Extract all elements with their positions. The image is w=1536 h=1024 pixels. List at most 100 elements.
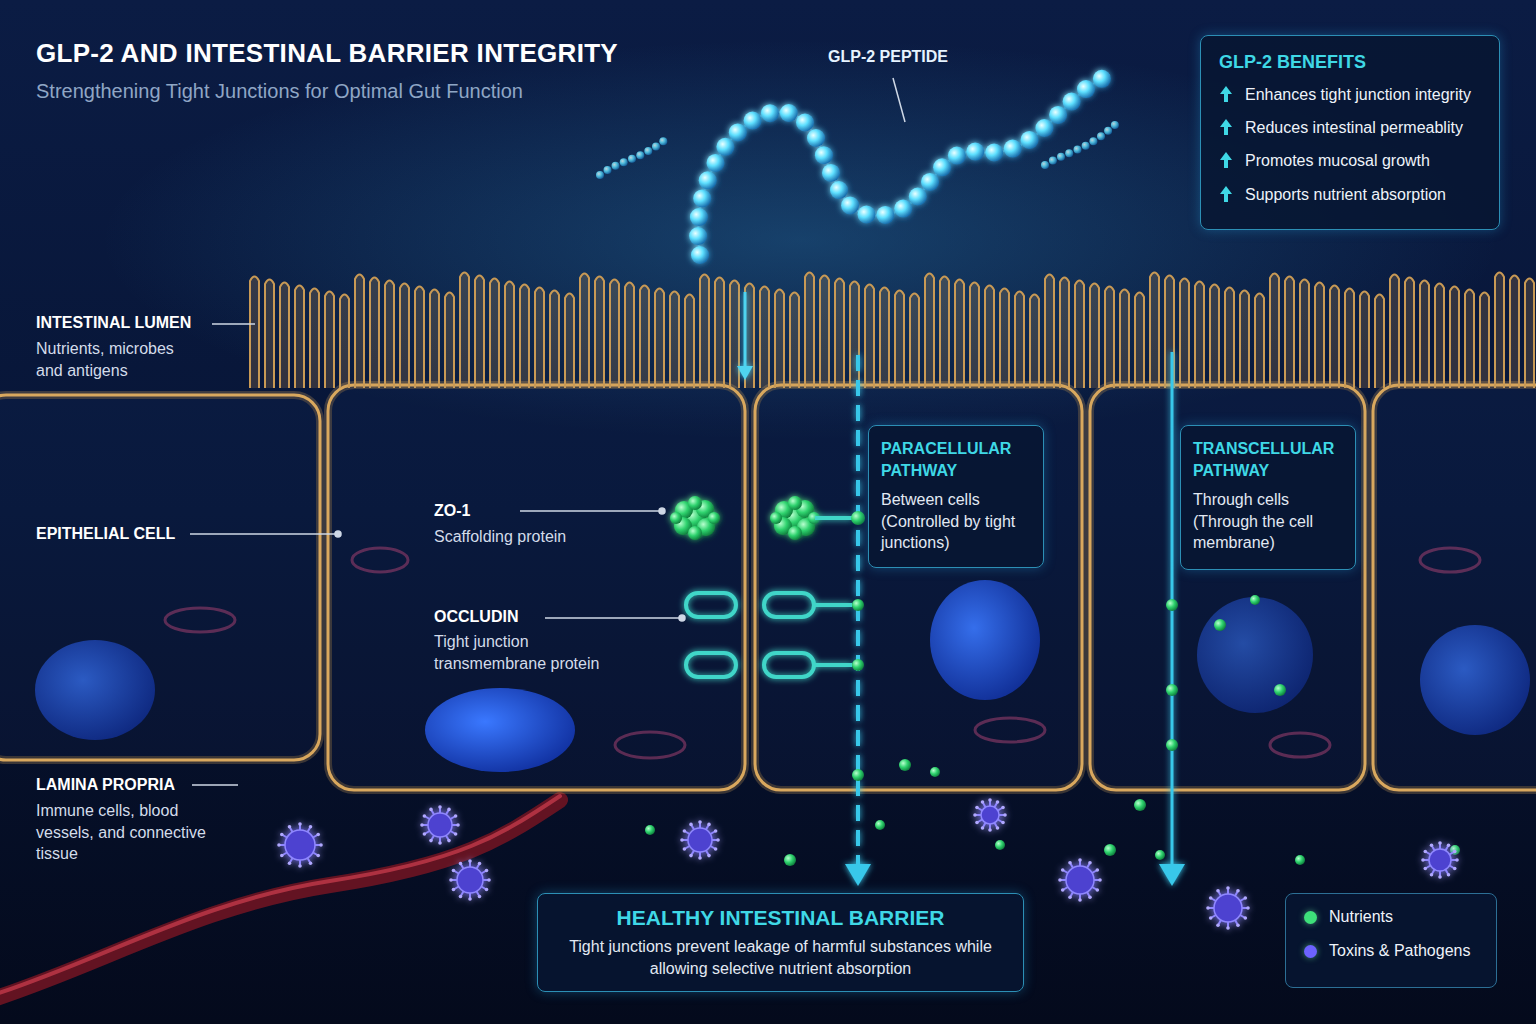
legend-entry: Nutrients [1304,908,1482,926]
peptide-bead [1049,157,1057,165]
subtitle: Strengthening Tight Junctions for Optima… [36,80,523,103]
peptide-fragment-beads [596,121,1119,179]
region-description: Immune cells, blood vessels, and connect… [36,800,226,865]
nucleus [1420,625,1530,735]
epithelial-cells [0,385,1536,790]
occludin-loop [764,653,814,677]
nucleus [1197,597,1313,713]
peptide-bead [612,162,620,170]
occludin-loop [686,653,736,677]
peptide-bead [822,164,840,182]
pathogen-spike-tip [1068,861,1072,865]
pathogen-spike-tip [280,854,284,858]
nutrient-dot [784,854,796,866]
pathogen-spike-tip [975,806,979,810]
peptide-bead [690,208,708,226]
occludin-protein [686,518,852,677]
blood-vessel [0,800,560,1000]
peptide-bead [659,137,667,145]
pathogen [1058,858,1102,902]
cell-glow [755,385,1082,790]
peptide-bead [1104,127,1112,135]
pathogen-spike-tip [1447,844,1451,848]
nutrient-dot [995,840,1005,850]
pathogen-spike-tip [1088,896,1092,900]
pathogen-spike-tip [1096,888,1100,892]
region-label: INTESTINAL LUMEN [36,314,191,332]
pathogen-spike-tip [996,800,1000,804]
pathogen-spike-tip [309,825,313,829]
pathogen-spike-tip [707,823,711,827]
pathogen-spike-tip [447,839,451,843]
pathogen-spike-tip [1058,878,1062,882]
peptide-bead [1049,106,1067,124]
pathogen-spike-tip [423,814,427,818]
peptide-bead [830,181,848,199]
zo1-subunit [708,512,720,524]
pathogen-spike-tip [1001,821,1005,825]
box-body: Tight junctions prevent leakage of harmf… [554,936,1007,979]
pathogen-spike-tip [1226,926,1230,930]
pathogen-spike-tip [1424,850,1428,854]
peptide-beads [689,70,1111,264]
pathogen-spike-tip [438,805,442,809]
pathogen-spike-tip [1216,924,1220,928]
nutrient-dot [1450,845,1460,855]
arrowhead [1159,864,1185,886]
pathogen-spike-tip [683,829,687,833]
leader-line [190,533,336,535]
occludin-link [814,663,852,667]
pathogen-spike-tip [996,826,1000,830]
summary-box: HEALTHY INTESTINAL BARRIERTight junction… [537,893,1024,992]
pathogen-spike-tip [468,859,472,863]
pathogen-spike-tip [698,820,702,824]
cell-glow [328,385,745,790]
peptide-bead [604,166,612,174]
pathogen [1421,841,1459,879]
nuclei [35,580,1530,772]
peptide-bead [1082,142,1090,150]
pathogen-spike-tip [316,833,320,837]
peptide-label: GLP-2 PEPTIDE [828,48,948,66]
pathogen-spike-tip [309,861,313,865]
region-description: Nutrients, microbes and antigens [36,338,201,381]
pathogen-spike-tip [452,869,456,873]
leader-line [212,323,255,325]
pathogen-spike-tip [456,823,460,827]
organelles [165,548,1480,758]
peptide-bead [693,189,711,207]
nutrient-dot [1166,739,1178,751]
pathogen-spike-tip [485,869,489,873]
peptide-bead [761,104,779,122]
zo1-protein [670,496,820,540]
pathogen-spike-tip [478,895,482,899]
mitochondrion [975,718,1045,742]
pathogen-spike-tip [1061,888,1065,892]
nutrient-dot [1295,855,1305,865]
benefit-item: Supports nutrient absorption [1219,185,1487,204]
pathogen [449,859,491,901]
pathogen-body [1066,866,1094,894]
cell-outline [1373,385,1536,790]
pathogen-spike-tip [454,814,458,818]
leader-line [545,617,680,619]
pathogens [277,798,1459,930]
diagram-title: GLP-2 AND INTESTINAL BARRIER INTEGRITY [36,38,618,69]
pathogen-spike-tip [714,829,718,833]
peptide-bead [807,129,825,147]
peptide-bead [780,104,798,122]
peptide-bead [1089,137,1097,145]
zo1-subunit [670,512,682,524]
pathogen-spike-tip [1244,896,1248,900]
pathogen-body [1429,849,1451,871]
pathogen-body [688,828,712,852]
pathogen-spike-tip [1424,867,1428,871]
peptide-bead [966,143,984,161]
cell-outline [0,395,320,760]
blood-vessel-highlight [0,796,560,996]
pathogen-spike-tip [420,823,424,827]
pathogen-spike-tip [478,862,482,866]
cell-outline [1090,385,1365,790]
legend-text: Toxins & Pathogens [1329,942,1470,960]
pathogen-spike-tip [277,843,281,847]
